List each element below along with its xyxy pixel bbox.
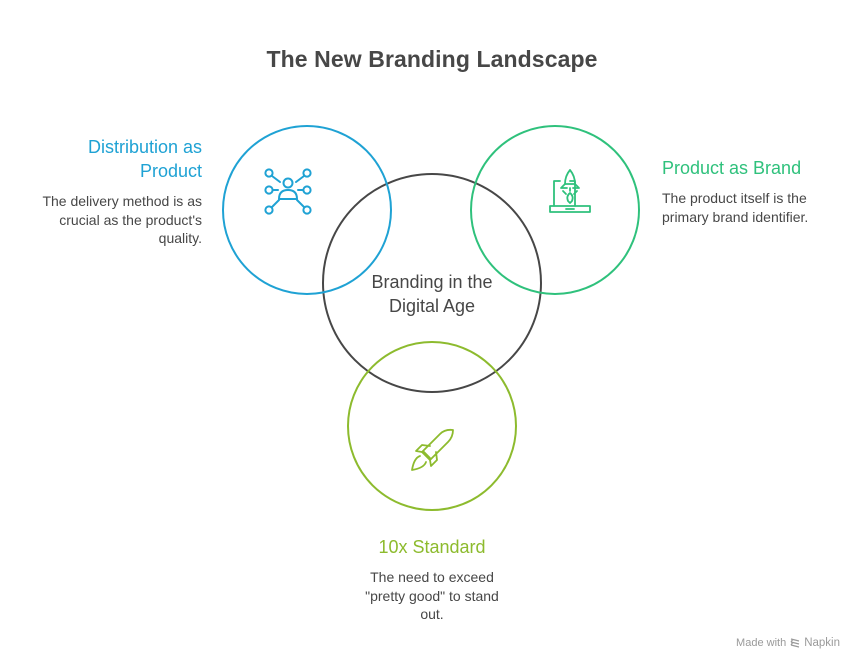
distribution-circle xyxy=(222,125,392,295)
napkin-logo-icon xyxy=(790,638,800,648)
ten-x-circle xyxy=(347,341,517,511)
distribution-heading-line-2: Product xyxy=(139,161,202,181)
diagram-title: The New Branding Landscape xyxy=(266,46,598,72)
rocket-icon xyxy=(411,428,454,471)
footer-brand: Napkin xyxy=(804,637,840,649)
ten-x-node: 10x Standard The need to exceed "pretty … xyxy=(332,535,532,624)
distribution-heading: Distribution as Product xyxy=(40,135,202,183)
center-label: Branding in the Digital Age xyxy=(371,272,493,316)
network-user-icon xyxy=(264,168,312,215)
ten-x-heading: 10x Standard xyxy=(378,537,486,557)
footer-attribution[interactable]: Made with Napkin xyxy=(736,637,840,649)
product-brand-circle xyxy=(470,125,640,295)
distribution-heading-line-1: Distribution as xyxy=(87,137,202,157)
laptop-rocket-icon xyxy=(549,169,591,213)
product-brand-node: Product as Brand The product itself is t… xyxy=(662,156,852,226)
center-circle xyxy=(322,173,542,393)
footer-prefix: Made with xyxy=(736,637,787,649)
product-brand-description: The product itself is the primary brand … xyxy=(662,190,809,225)
ten-x-description: The need to exceed "pretty good" to stan… xyxy=(365,569,499,622)
distribution-node: Distribution as Product The delivery met… xyxy=(40,135,202,248)
distribution-description: The delivery method is as crucial as the… xyxy=(42,193,202,246)
product-brand-heading: Product as Brand xyxy=(662,158,802,178)
